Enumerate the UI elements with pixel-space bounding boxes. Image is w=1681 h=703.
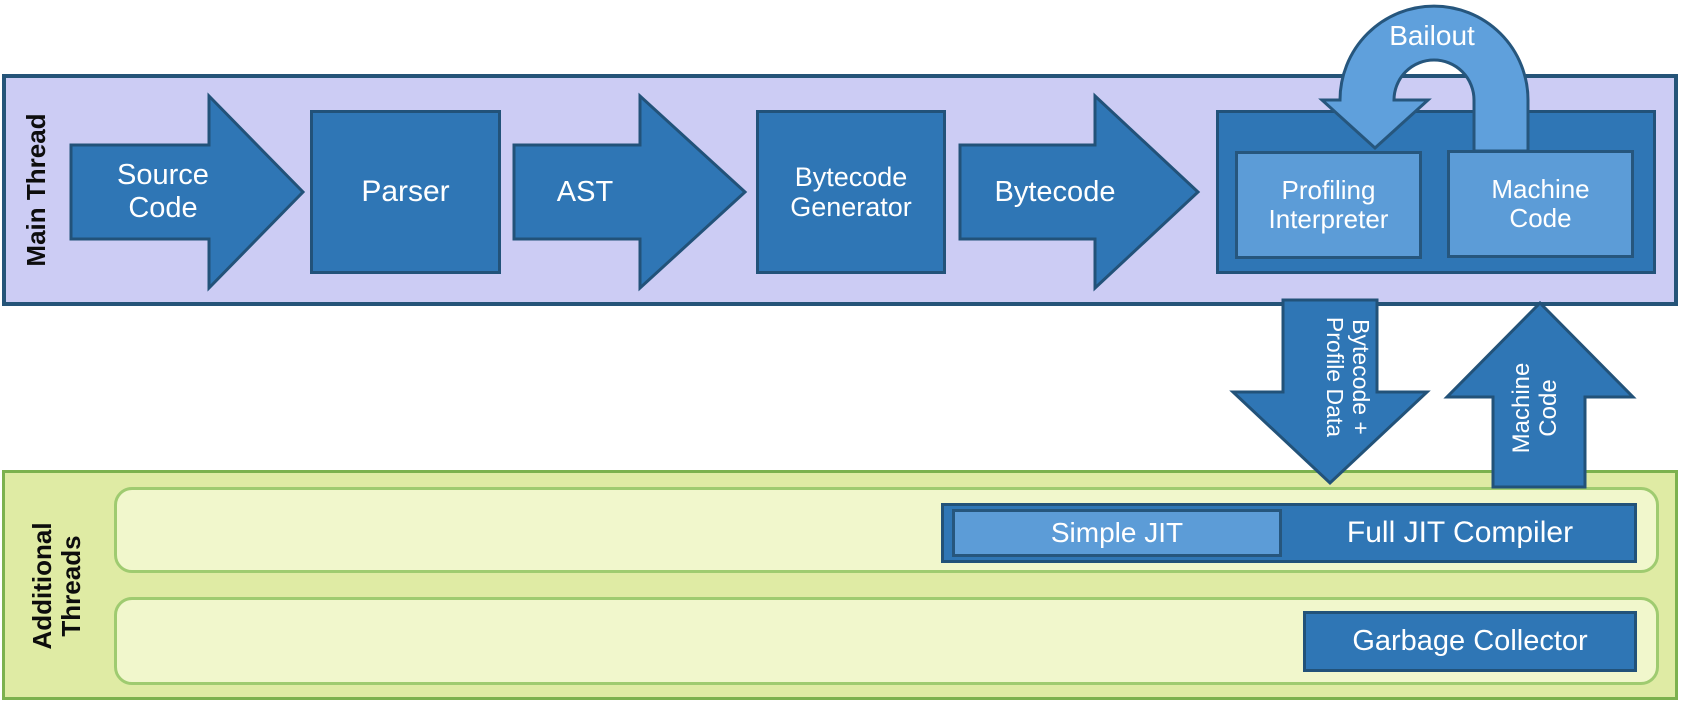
- bailout-label: Bailout: [1389, 20, 1475, 52]
- profiling-interpreter-box: Profiling Interpreter: [1235, 151, 1422, 259]
- machine-code-box: Machine Code: [1447, 150, 1634, 258]
- additional-threads-label: Additional Threads: [26, 522, 86, 650]
- machine-code-up-label: Machine Code: [1507, 362, 1562, 454]
- full-jit-compiler-label: Full JIT Compiler: [1346, 516, 1574, 550]
- parser-box: Parser: [310, 110, 501, 274]
- ast-arrow-label: AST: [556, 175, 614, 208]
- garbage-collector-box: Garbage Collector: [1303, 611, 1637, 672]
- source-code-arrow-label: Source Code: [117, 159, 209, 224]
- bytecode-arrow-label: Bytecode: [994, 175, 1116, 208]
- simple-jit-box: Simple JIT: [952, 509, 1282, 557]
- bytecode-profile-data-label: Bytecode + Profile Data: [1322, 316, 1374, 438]
- main-thread-label: Main Thread: [21, 113, 52, 267]
- bytecode-generator-box: Bytecode Generator: [756, 110, 946, 274]
